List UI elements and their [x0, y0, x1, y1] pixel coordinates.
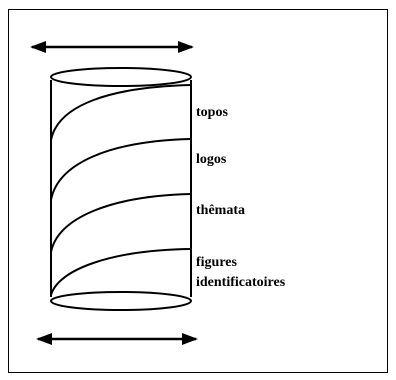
cylinder-bottom-ellipse: [50, 291, 192, 311]
label-identificatoires: identificatoires: [196, 275, 286, 290]
top-arrow-right-head: [178, 41, 194, 53]
label-topos: topos: [196, 105, 228, 120]
cylinder-top-ellipse: [50, 67, 192, 87]
top-arrow-left-head: [30, 41, 46, 53]
bottom-arrow-left-head: [36, 333, 52, 345]
label-logos: logos: [196, 152, 227, 167]
label-themata: thêmata: [196, 203, 245, 218]
spiral-curve-topos: [50, 84, 192, 141]
label-figures: figures: [196, 255, 237, 270]
spiral-curve-logos: [50, 138, 192, 201]
spiral-curve-figures: [50, 248, 192, 296]
spiral-curve-themata: [50, 193, 192, 253]
bottom-arrow-right-head: [182, 333, 198, 345]
